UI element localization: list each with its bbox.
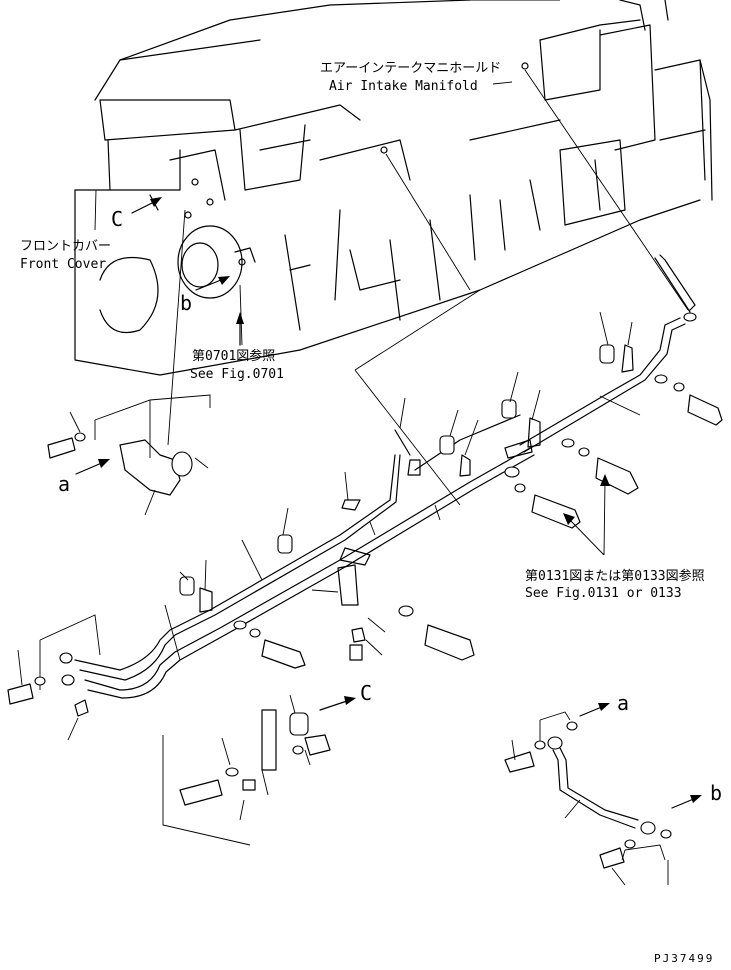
engine-block-outline <box>74 0 713 376</box>
leader-lines <box>39 69 689 861</box>
callout-ticks <box>17 311 669 886</box>
see-fig-0701-en: See Fig.0701 <box>190 367 284 382</box>
air-intake-label-jp: エアーインテークマニホールド <box>320 61 501 76</box>
ref-c-label-top: C <box>111 207 123 231</box>
ref-a-label-right: a <box>617 691 629 715</box>
see-fig-0131-jp: 第0131図または第0133図参照 <box>525 568 705 584</box>
oil-pipes <box>74 317 686 829</box>
drawing-number: PJ37499 <box>654 952 714 965</box>
ref-a-label-left: a <box>58 472 70 496</box>
see-fig-0131-en: See Fig.0131 or 0133 <box>525 586 682 601</box>
fittings <box>7 254 723 869</box>
front-cover-label-en: Front Cover <box>20 257 106 272</box>
direction-arrows <box>75 197 702 809</box>
air-intake-label-en: Air Intake Manifold <box>329 79 478 94</box>
ref-c-label-bottom: C <box>360 681 372 705</box>
see-fig-0701-jp: 第0701図参照 <box>192 348 275 364</box>
ref-b-label-top: b <box>180 291 192 315</box>
front-cover-label-jp: フロントカバー <box>20 239 111 254</box>
ref-b-label-right: b <box>710 781 722 805</box>
